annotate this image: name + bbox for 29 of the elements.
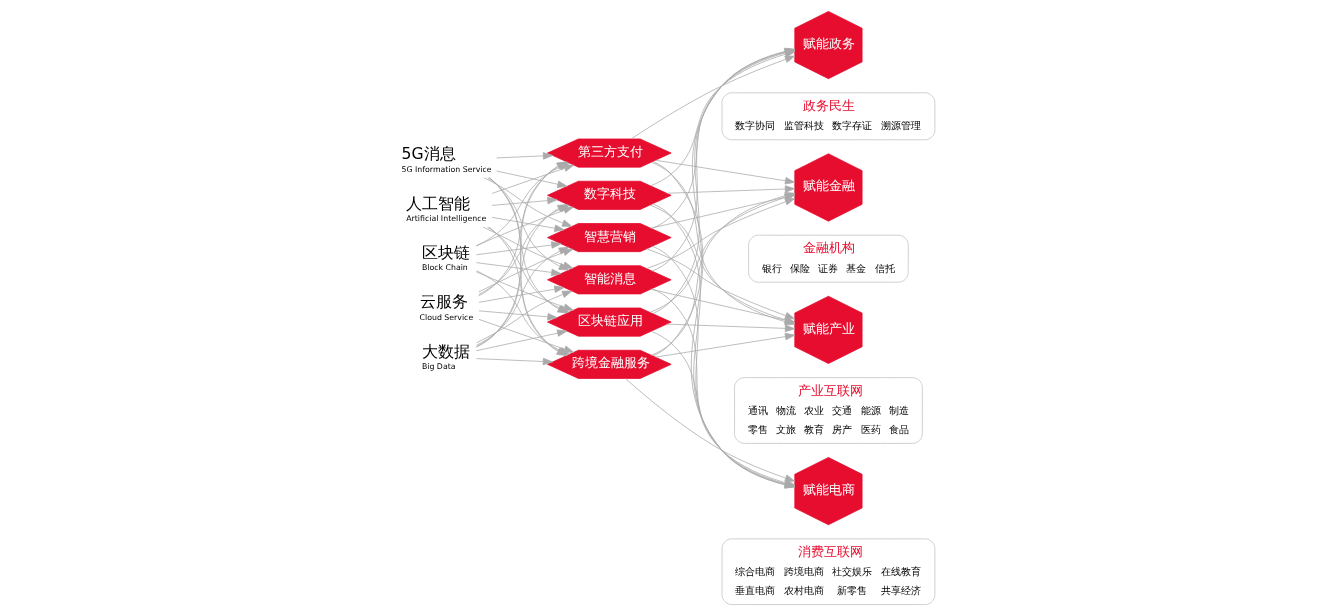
- arrow: [624, 378, 795, 482]
- node-box: 金融机构 银行 保险 证券 基金 信托: [747, 234, 909, 283]
- arrow: [478, 285, 564, 303]
- node-box: 产业互联网 通讯 物流 农业 交通 能源 制造 零售 文旅 教育 房产 医药 食品: [733, 377, 923, 444]
- node-text: 5G消息 5G Information Service: [401, 144, 492, 174]
- node-box: 消费互联网 综合电商 跨境电商 社交娱乐 在线教育 垂直电商 农村电商 新零售 共享经济: [721, 538, 935, 606]
- arrow: [630, 55, 795, 140]
- arrow: [475, 262, 561, 277]
- arrow: [649, 193, 795, 229]
- arrow: [475, 357, 553, 366]
- arrow: [649, 193, 795, 313]
- arrow: [645, 248, 795, 320]
- arrow: [495, 152, 553, 160]
- arrow: [654, 332, 795, 358]
- node-text: 区块链 Block Chain: [421, 242, 470, 273]
- arrow: [665, 185, 795, 194]
- arrow: [475, 329, 567, 352]
- arrow: [495, 170, 567, 188]
- arrow: [645, 198, 795, 269]
- arrow: [665, 323, 795, 333]
- arrow: [654, 159, 795, 185]
- arrow: [491, 216, 565, 232]
- arrow: [475, 241, 561, 256]
- node-text: 云服务 Cloud Service: [419, 292, 473, 322]
- node-text: 人工智能 Artificial Intelligence: [405, 193, 486, 224]
- node-box: 政务民生 数字协同 监管科技 数字存证 溯源管理: [721, 92, 935, 141]
- arrow: [491, 196, 557, 206]
- node-text: 大数据 Big Data: [421, 341, 470, 372]
- arrow: [478, 310, 558, 321]
